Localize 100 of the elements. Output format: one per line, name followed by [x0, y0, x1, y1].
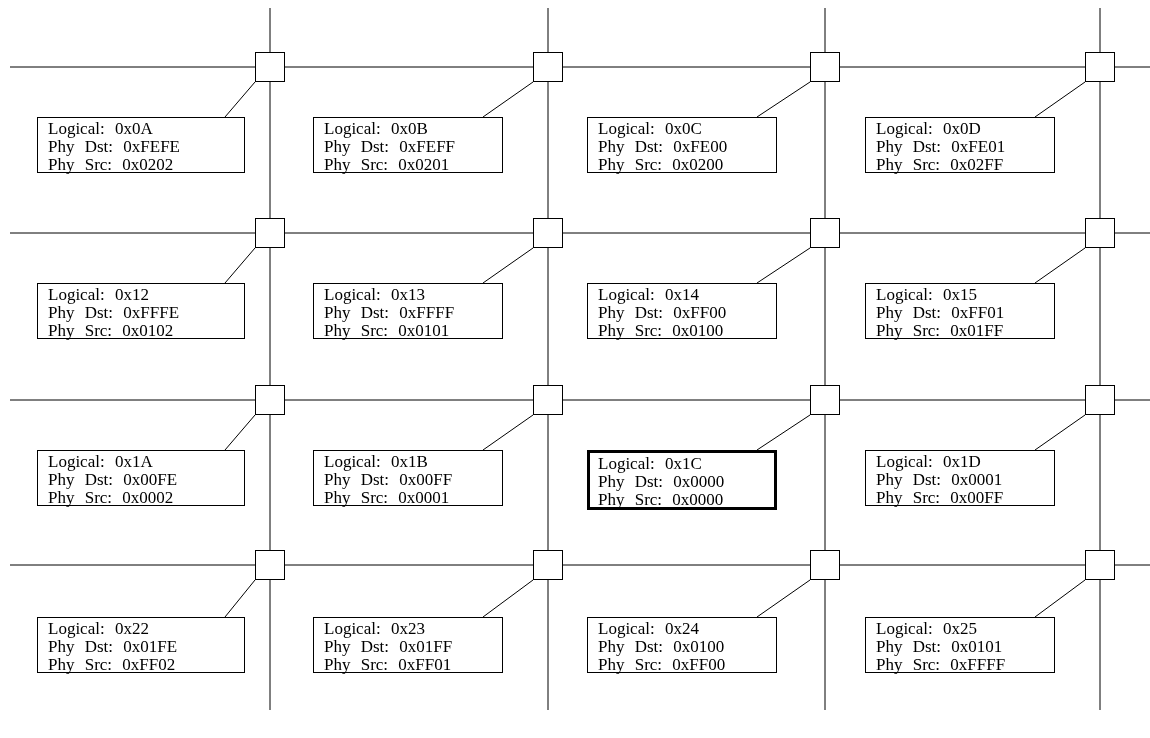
address-text: Phy Dst: 0xFE00	[598, 138, 729, 156]
leader-line	[482, 81, 534, 118]
address-text: Phy Dst: 0x0000	[598, 473, 726, 491]
router-node	[533, 218, 563, 248]
address-text: Phy Dst: 0xFFFE	[48, 304, 181, 322]
address-text: Phy Src: 0x02FF	[876, 156, 1005, 174]
router-node	[1085, 52, 1115, 82]
address-text: Phy Src: 0x0201	[324, 156, 451, 174]
leader-line	[224, 81, 256, 118]
link-line	[824, 247, 826, 386]
leader-line	[224, 579, 256, 618]
router-node	[255, 385, 285, 415]
address-text: Phy Src: 0x0100	[598, 322, 725, 340]
link-line	[1099, 7, 1101, 53]
link-line	[1099, 81, 1101, 219]
link-line	[284, 66, 534, 68]
address-box	[865, 450, 1055, 506]
address-text: Phy Dst: 0x0101	[876, 638, 1004, 656]
address-box	[313, 283, 503, 339]
address-text: Logical: 0x13	[324, 286, 426, 304]
address-box	[587, 283, 777, 339]
address-text: Phy Dst: 0xFF00	[598, 304, 728, 322]
address-text: Phy Src: 0xFF00	[598, 656, 727, 674]
leader-line	[1034, 414, 1086, 451]
link-line	[1114, 399, 1150, 401]
link-line	[839, 232, 1086, 234]
address-text: Phy Src: 0x0001	[324, 489, 451, 507]
address-text: Phy Dst: 0x0001	[876, 471, 1004, 489]
leader-line	[482, 247, 534, 284]
link-line	[1114, 564, 1150, 566]
link-line	[839, 564, 1086, 566]
address-box	[37, 283, 245, 339]
link-line	[562, 232, 811, 234]
leader-line	[756, 579, 811, 618]
leader-line	[224, 414, 256, 451]
address-box	[313, 617, 503, 673]
address-box	[865, 283, 1055, 339]
router-node	[533, 385, 563, 415]
router-node	[1085, 550, 1115, 580]
leader-line	[1034, 81, 1086, 118]
leader-line	[756, 247, 811, 284]
address-box	[865, 617, 1055, 673]
address-text: Phy Dst: 0x0100	[598, 638, 726, 656]
address-box	[313, 450, 503, 506]
address-text: Logical: 0x1C	[598, 455, 703, 473]
address-text: Phy Dst: 0xFFFF	[324, 304, 456, 322]
address-box	[865, 117, 1055, 173]
address-box	[313, 117, 503, 173]
link-line	[9, 399, 256, 401]
address-text: Logical: 0x1A	[48, 453, 154, 471]
link-line	[9, 564, 256, 566]
address-text: Phy Dst: 0xFEFF	[324, 138, 457, 156]
address-text: Phy Src: 0xFF01	[324, 656, 453, 674]
link-line	[269, 247, 271, 386]
leader-line	[482, 414, 534, 451]
address-text: Phy Src: 0xFFFF	[876, 656, 1007, 674]
address-text: Phy Src: 0x0200	[598, 156, 725, 174]
address-box	[587, 117, 777, 173]
leader-line	[756, 81, 811, 118]
link-line	[547, 247, 549, 386]
address-text: Logical: 0x0B	[324, 120, 429, 138]
address-text: Logical: 0x12	[48, 286, 150, 304]
link-line	[269, 81, 271, 219]
address-text: Phy Src: 0xFF02	[48, 656, 177, 674]
link-line	[1099, 247, 1101, 386]
address-text: Logical: 0x0A	[48, 120, 154, 138]
address-text: Phy Src: 0x0102	[48, 322, 175, 340]
address-text: Logical: 0x15	[876, 286, 978, 304]
address-text: Phy Dst: 0x00FE	[48, 471, 179, 489]
link-line	[824, 414, 826, 551]
link-line	[547, 579, 549, 711]
link-line	[269, 414, 271, 551]
address-text: Phy Src: 0x00FF	[876, 489, 1005, 507]
address-text: Logical: 0x25	[876, 620, 978, 638]
link-line	[562, 66, 811, 68]
link-line	[824, 7, 826, 53]
link-line	[284, 232, 534, 234]
link-line	[1114, 232, 1150, 234]
link-line	[269, 7, 271, 53]
address-box	[37, 117, 245, 173]
address-text: Logical: 0x22	[48, 620, 150, 638]
router-node	[1085, 385, 1115, 415]
link-line	[839, 399, 1086, 401]
router-node	[810, 550, 840, 580]
address-text: Phy Dst: 0x01FE	[48, 638, 179, 656]
link-line	[547, 7, 549, 53]
link-line	[562, 399, 811, 401]
router-node	[255, 218, 285, 248]
leader-line	[224, 247, 256, 284]
link-line	[1099, 414, 1101, 551]
address-text: Phy Src: 0x0202	[48, 156, 175, 174]
router-node	[1085, 218, 1115, 248]
address-text: Phy Src: 0x0101	[324, 322, 451, 340]
address-text: Logical: 0x24	[598, 620, 700, 638]
link-line	[269, 579, 271, 711]
router-node	[255, 52, 285, 82]
address-text: Phy Dst: 0x01FF	[324, 638, 454, 656]
address-text: Logical: 0x14	[598, 286, 700, 304]
address-text: Logical: 0x0D	[876, 120, 982, 138]
address-box	[587, 617, 777, 673]
